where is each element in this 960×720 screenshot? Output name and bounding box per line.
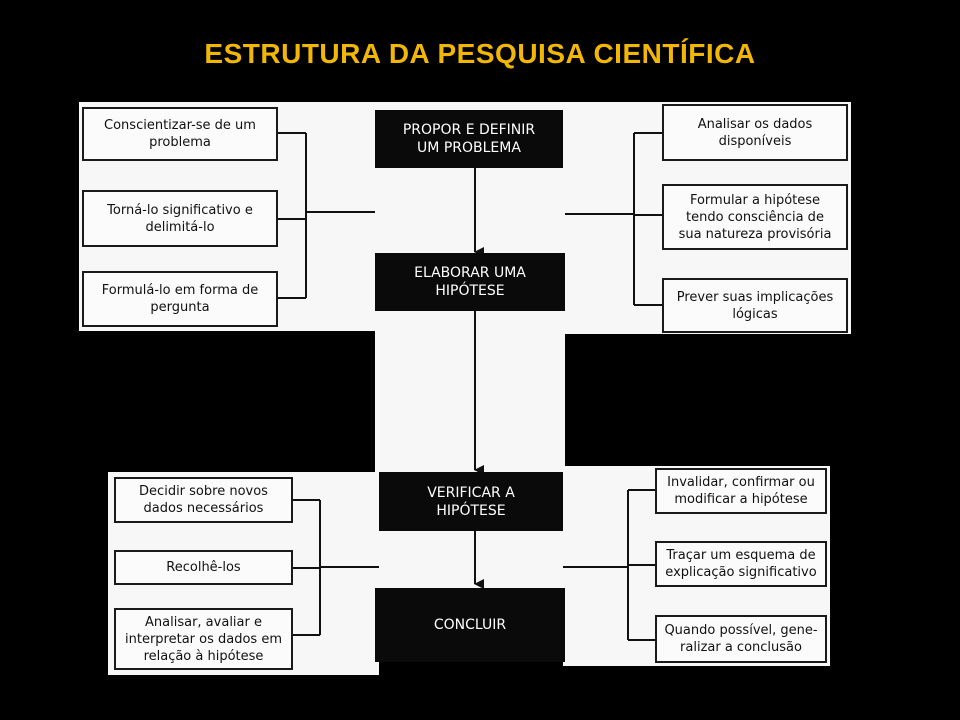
step-elaborar-hipotese: ELABORAR UMA HIPÓTESE <box>375 253 565 311</box>
box-tornar-significativo: Torná-lo significativo e delimitá-lo <box>82 190 278 247</box>
box-generalizar-conclusao: Quando possível, gene- ralizar a conclus… <box>655 615 827 663</box>
step-verificar-hipotese: VERIFICAR A HIPÓTESE <box>379 472 563 531</box>
box-formular-pergunta: Formulá-lo em forma de pergunta <box>82 271 278 327</box>
box-analisar-avaliar: Analisar, avaliar e interpretar os dados… <box>114 608 293 670</box>
center-panel <box>375 102 565 662</box>
box-decidir-dados: Decidir sobre novos dados necessários <box>114 477 293 523</box>
box-prever-implicacoes: Prever suas implicações lógicas <box>662 278 848 333</box>
step-propor-definir-problema: PROPOR E DEFINIR UM PROBLEMA <box>375 110 563 168</box>
box-formular-hipotese: Formular a hipótese tendo consciência de… <box>662 184 848 250</box>
box-conscientizar-problema: Conscientizar-se de um problema <box>82 107 278 161</box>
box-invalidar-confirmar: Invalidar, confirmar ou modificar a hipó… <box>655 468 827 514</box>
page-title: ESTRUTURA DA PESQUISA CIENTÍFICA <box>204 38 756 69</box>
box-analisar-dados: Analisar os dados disponíveis <box>662 104 848 161</box>
step-concluir: CONCLUIR <box>375 588 565 662</box>
box-recolhe-los: Recolhê-los <box>114 550 293 585</box>
box-tracar-esquema: Traçar um esquema de explicação signific… <box>655 541 827 587</box>
